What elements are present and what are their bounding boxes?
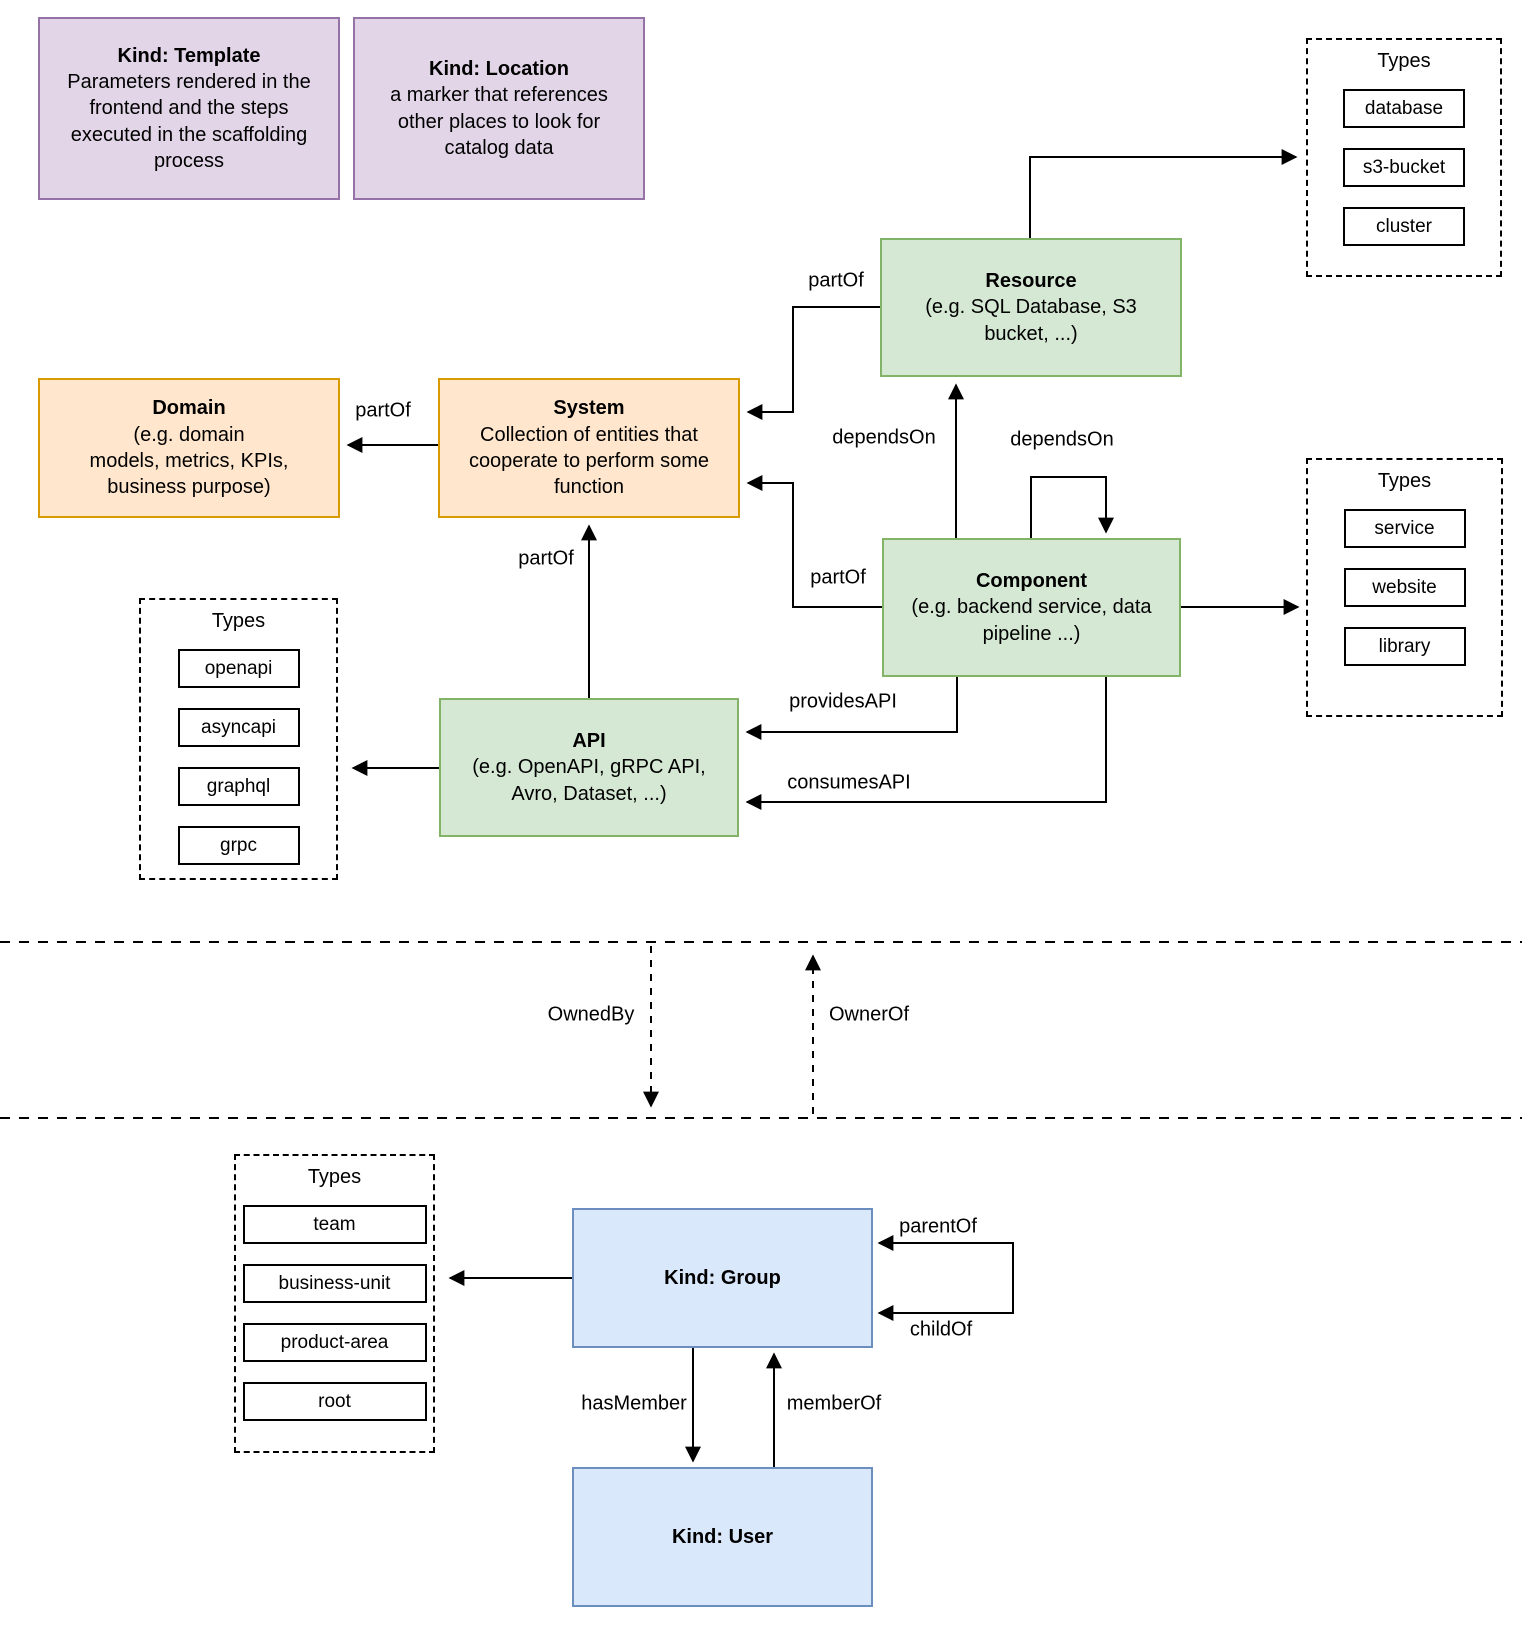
node-resource: Resource (e.g. SQL Database, S3 bucket, … bbox=[880, 238, 1182, 377]
types-panel-title: Types bbox=[307, 1166, 362, 1188]
edge-label-ownedby: OwnedBy bbox=[544, 1003, 638, 1027]
types-panel-component: Types service website library bbox=[1306, 458, 1503, 717]
edge-group-self-parentof-childof bbox=[877, 1235, 1014, 1321]
edge-resource-types bbox=[1029, 149, 1298, 238]
types-panel-api: Types openapi asyncapi graphql grpc bbox=[139, 598, 338, 880]
node-title: API bbox=[572, 729, 606, 752]
edge-label-providesapi: providesAPI bbox=[786, 690, 900, 714]
edge-label-childof: childOf bbox=[906, 1318, 976, 1342]
type-item: business-unit bbox=[242, 1264, 427, 1303]
node-desc-line: (e.g. domain bbox=[133, 423, 245, 446]
types-panel-group: Types team business-unit product-area ro… bbox=[234, 1154, 435, 1453]
node-desc-line: function bbox=[553, 476, 625, 499]
type-item: s3-bucket bbox=[1343, 148, 1465, 187]
type-item: asyncapi bbox=[177, 708, 300, 747]
node-desc-line: pipeline ...) bbox=[982, 622, 1081, 645]
node-title: Kind: Template bbox=[117, 44, 261, 67]
node-desc-line: a marker that references bbox=[390, 84, 608, 107]
types-panel-title: Types bbox=[1377, 50, 1431, 72]
node-desc-line: (e.g. OpenAPI, gRPC API, bbox=[472, 756, 706, 779]
node-title: Kind: Group bbox=[664, 1266, 781, 1289]
type-item: website bbox=[1343, 568, 1466, 607]
node-desc-line: process bbox=[153, 150, 225, 173]
types-panel-resource: Types database s3-bucket cluster bbox=[1306, 38, 1502, 277]
node-title: Kind: User bbox=[671, 1525, 774, 1548]
edge-label-system-partof: partOf bbox=[352, 399, 414, 423]
node-desc-line: models, metrics, KPIs, bbox=[89, 450, 289, 472]
node-desc-line: cooperate to perform some bbox=[468, 450, 710, 472]
edge-label-dependson-resource: dependsOn bbox=[829, 426, 939, 450]
node-kind-user: Kind: User bbox=[572, 1467, 873, 1607]
node-component: Component (e.g. backend service, data pi… bbox=[882, 538, 1181, 677]
node-title: Component bbox=[975, 569, 1088, 592]
type-item: root bbox=[242, 1382, 427, 1421]
node-domain: Domain (e.g. domain models, metrics, KPI… bbox=[38, 378, 340, 518]
edge-label-component-partof: partOf bbox=[807, 566, 869, 590]
node-desc-line: (e.g. SQL Database, S3 bbox=[925, 296, 1137, 319]
node-title: Domain bbox=[152, 397, 226, 420]
type-item: graphql bbox=[177, 767, 300, 806]
node-desc-line: frontend and the steps bbox=[89, 97, 289, 120]
node-desc-line: bucket, ...) bbox=[984, 322, 1078, 345]
node-title: Resource bbox=[985, 269, 1077, 292]
node-desc-line: Parameters rendered in the bbox=[67, 70, 311, 93]
type-item: cluster bbox=[1343, 207, 1465, 246]
edge-label-parentof: parentOf bbox=[896, 1215, 980, 1239]
edge-label-memberof: memberOf bbox=[783, 1392, 885, 1416]
node-desc-line: catalog data bbox=[444, 136, 554, 159]
edge-label-resource-partof: partOf bbox=[805, 269, 867, 293]
edge-resource-system-partof bbox=[746, 306, 880, 420]
node-desc-line: Avro, Dataset, ...) bbox=[511, 782, 667, 805]
types-panel-title: Types bbox=[1377, 470, 1432, 492]
edge-label-dependson-self: dependsOn bbox=[1007, 428, 1117, 452]
edge-label-consumesapi: consumesAPI bbox=[784, 771, 914, 795]
node-kind-template: Kind: Template Parameters rendered in th… bbox=[38, 17, 340, 200]
type-item: database bbox=[1343, 89, 1465, 128]
type-item: team bbox=[242, 1205, 427, 1244]
node-system: System Collection of entities that coope… bbox=[438, 378, 740, 518]
types-panel-title: Types bbox=[211, 610, 266, 632]
type-item: product-area bbox=[242, 1323, 427, 1362]
node-desc-line: business purpose) bbox=[107, 476, 271, 499]
node-desc-line: other places to look for bbox=[397, 110, 601, 133]
type-item: service bbox=[1343, 509, 1466, 548]
node-desc-line: executed in the scaffolding bbox=[70, 123, 308, 146]
type-item: library bbox=[1343, 627, 1466, 666]
edge-label-api-partof: partOf bbox=[515, 547, 577, 571]
type-item: grpc bbox=[177, 826, 300, 865]
node-kind-group: Kind: Group bbox=[572, 1208, 873, 1348]
node-api: API (e.g. OpenAPI, gRPC API, Avro, Datas… bbox=[439, 698, 739, 837]
edge-label-hasmember: hasMember bbox=[578, 1392, 690, 1416]
edge-label-ownerof: OwnerOf bbox=[825, 1003, 913, 1027]
node-kind-location: Kind: Location a marker that references … bbox=[353, 17, 645, 200]
node-title: Kind: Location bbox=[429, 57, 569, 80]
node-desc-line: (e.g. backend service, data bbox=[911, 596, 1152, 619]
edge-component-self-dependson bbox=[1030, 476, 1114, 538]
node-desc-line: Collection of entities that bbox=[480, 423, 698, 446]
node-title: System bbox=[553, 397, 625, 420]
type-item: openapi bbox=[177, 649, 300, 688]
